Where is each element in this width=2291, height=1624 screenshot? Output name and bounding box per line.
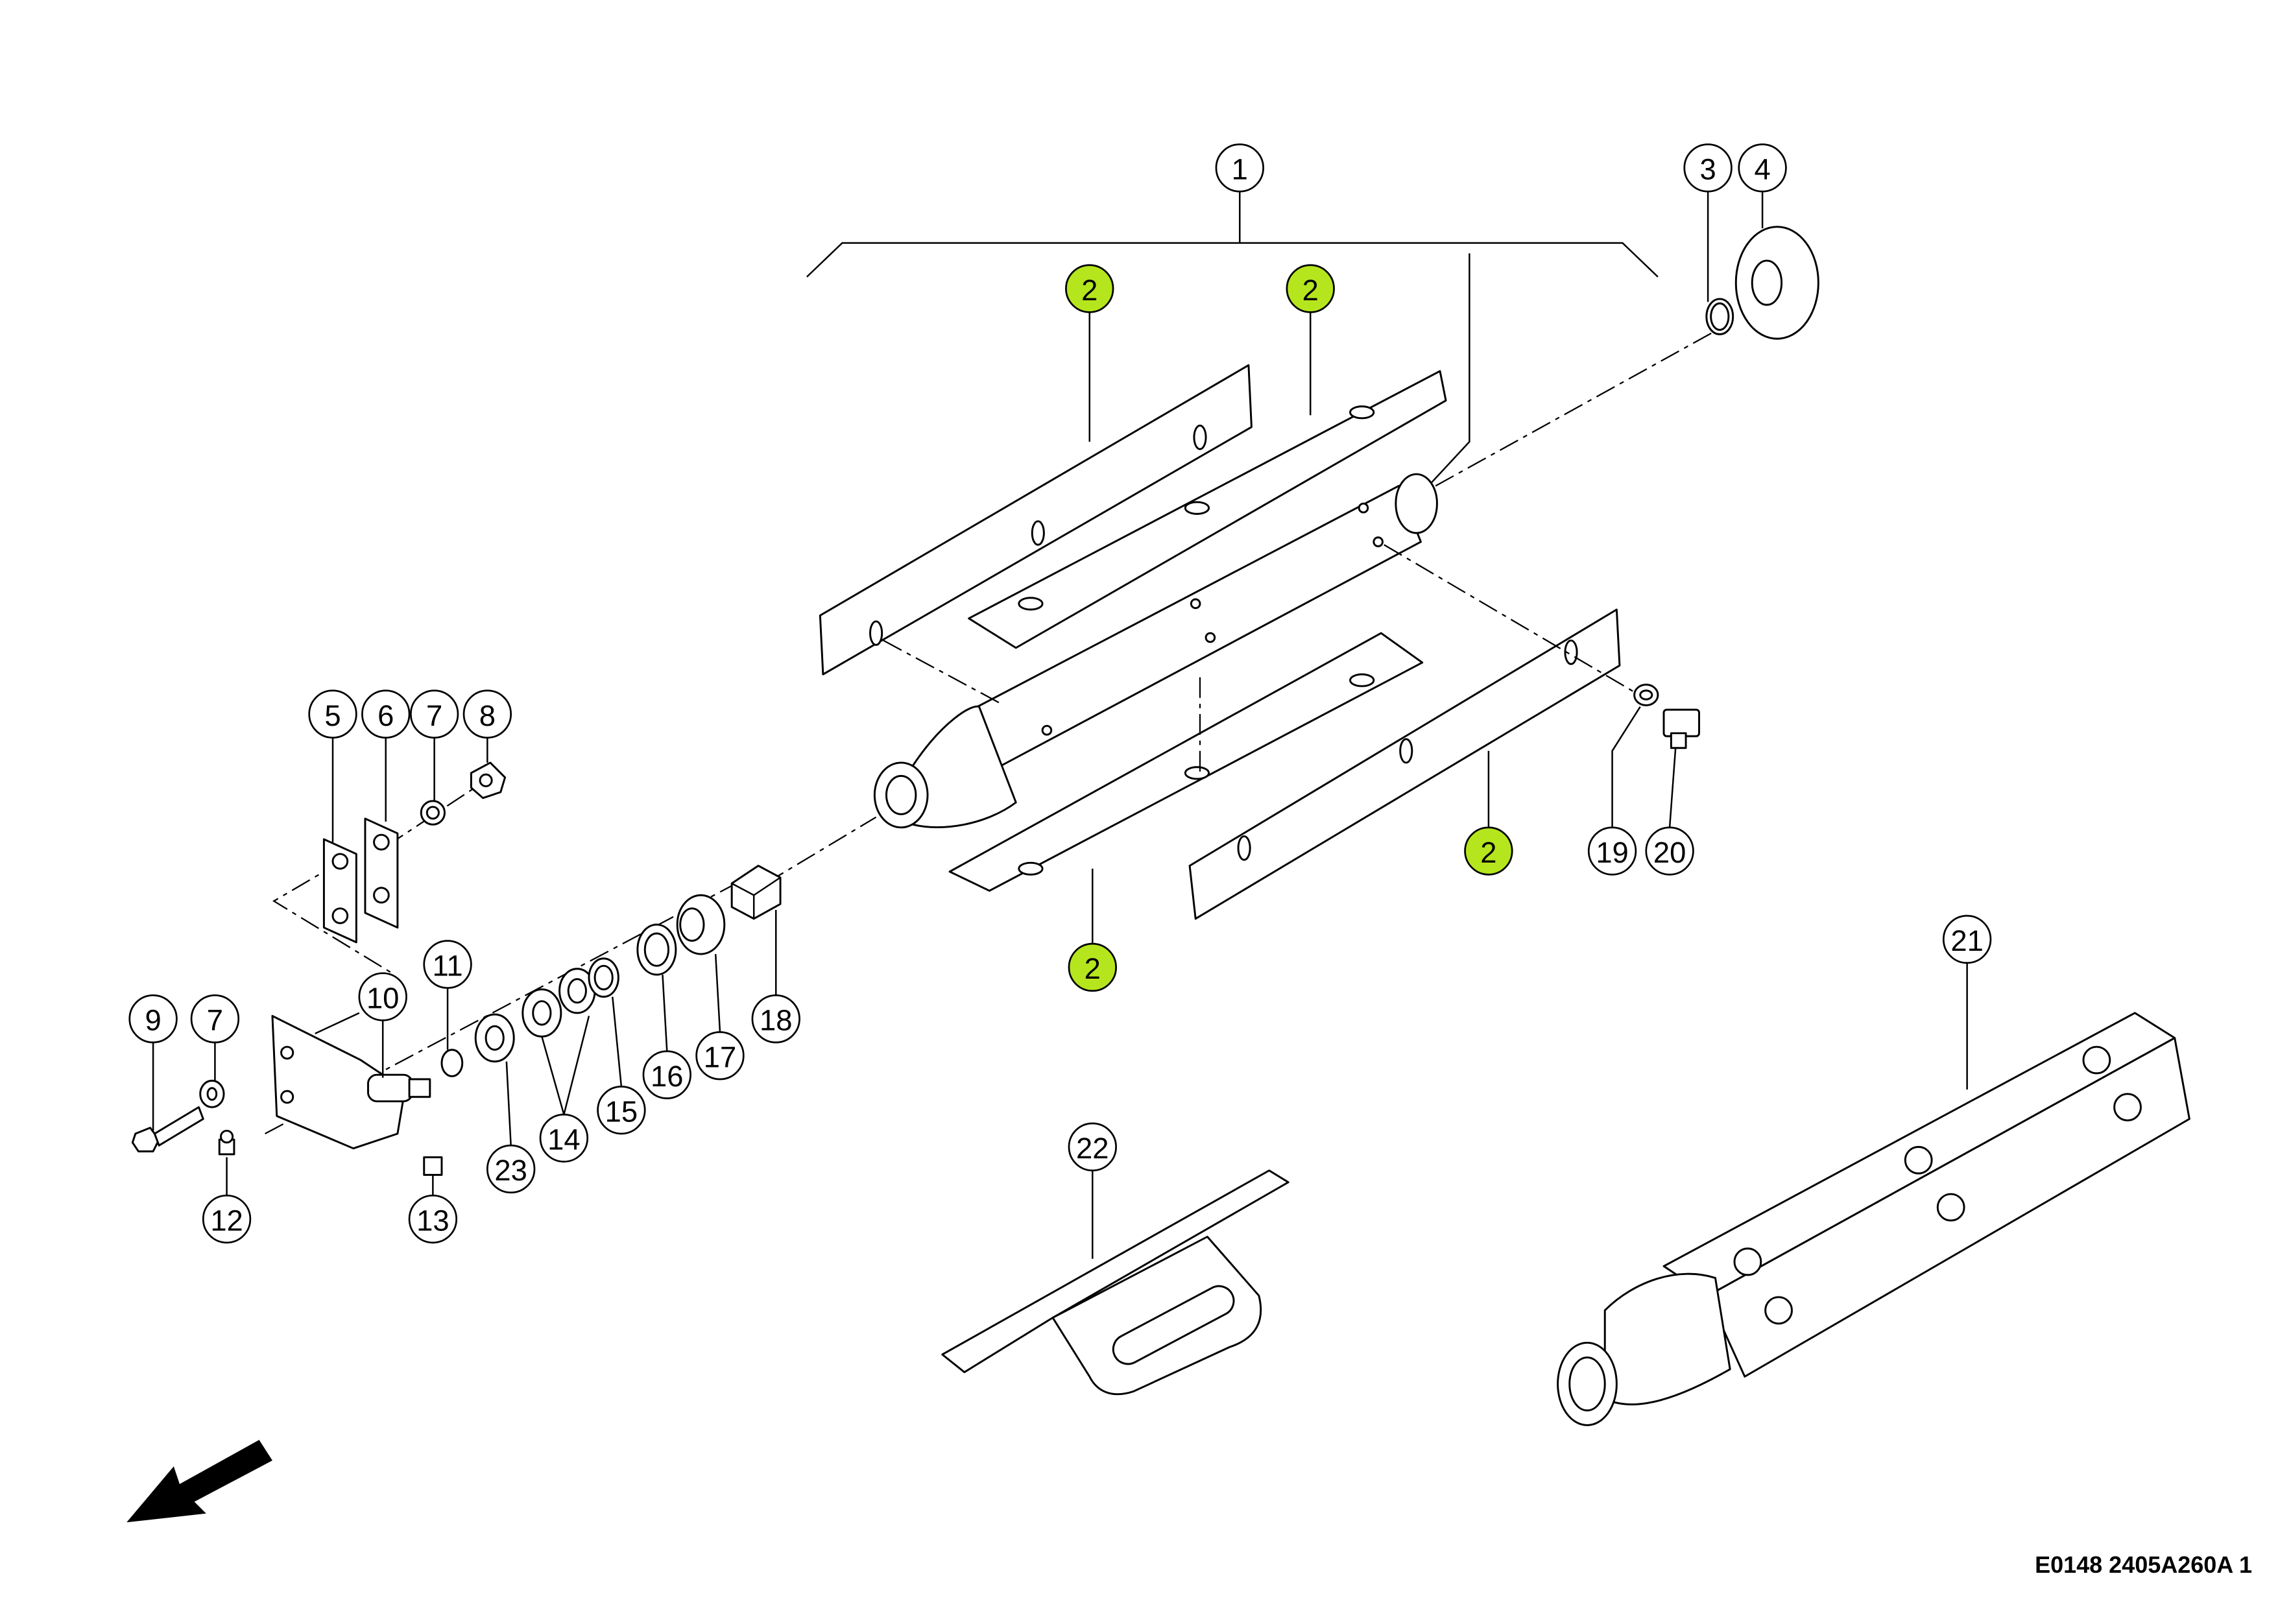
washer-4 bbox=[1734, 226, 1819, 340]
set-screw-13 bbox=[423, 1156, 443, 1176]
svg-text:15: 15 bbox=[605, 1095, 638, 1128]
washer-3 bbox=[1705, 298, 1734, 335]
svg-text:9: 9 bbox=[145, 1004, 161, 1037]
shim-plate-6 bbox=[364, 817, 399, 929]
bearing-17 bbox=[676, 894, 726, 955]
auger-shaft bbox=[873, 473, 1438, 829]
assembly-bracket-1 bbox=[806, 191, 1659, 484]
svg-text:4: 4 bbox=[1754, 153, 1770, 186]
reference-code: E0148 2405A260A 1 bbox=[2035, 1551, 2252, 1578]
svg-text:16: 16 bbox=[651, 1060, 683, 1093]
blade-top-left bbox=[819, 364, 1253, 676]
callout-8[interactable]: 8 bbox=[462, 689, 512, 739]
callout-21[interactable]: 21 bbox=[1942, 914, 1992, 964]
callout-1[interactable]: 1 bbox=[1215, 143, 1264, 193]
svg-text:19: 19 bbox=[1596, 836, 1628, 869]
svg-text:2: 2 bbox=[1085, 952, 1101, 985]
callout-9[interactable]: 9 bbox=[128, 994, 178, 1044]
svg-text:1: 1 bbox=[1232, 153, 1248, 186]
nut-8 bbox=[470, 761, 507, 799]
washer-23 bbox=[474, 1013, 515, 1063]
bolt-20 bbox=[1662, 708, 1700, 749]
callout-22[interactable]: 22 bbox=[1068, 1122, 1117, 1172]
bracket-22 bbox=[941, 1169, 1289, 1396]
callout-6[interactable]: 6 bbox=[361, 689, 411, 739]
svg-text:17: 17 bbox=[704, 1040, 736, 1073]
bolt-9 bbox=[131, 1106, 204, 1152]
callout-15[interactable]: 15 bbox=[597, 1085, 646, 1135]
svg-text:22: 22 bbox=[1076, 1132, 1109, 1165]
callout-7[interactable]: 7 bbox=[190, 994, 240, 1044]
svg-text:11: 11 bbox=[433, 949, 463, 983]
auger-assembly-21 bbox=[1557, 1012, 2190, 1426]
svg-text:7: 7 bbox=[426, 699, 442, 732]
callout-10[interactable]: 10 bbox=[358, 972, 407, 1021]
shim-plate-5 bbox=[322, 838, 357, 944]
svg-text:10: 10 bbox=[366, 982, 399, 1015]
svg-text:7: 7 bbox=[207, 1004, 223, 1037]
svg-text:8: 8 bbox=[479, 699, 496, 732]
svg-text:5: 5 bbox=[324, 699, 341, 732]
arrow-down-left-icon bbox=[126, 1440, 272, 1523]
washer-15 bbox=[588, 957, 619, 998]
callout-20[interactable]: 20 bbox=[1645, 826, 1694, 876]
blade-top-right bbox=[968, 370, 1447, 649]
callout-13[interactable]: 13 bbox=[408, 1194, 458, 1244]
washer-7 bbox=[420, 800, 446, 826]
callout-12[interactable]: 12 bbox=[202, 1194, 252, 1244]
callout-2-highlighted[interactable]: 2 bbox=[1065, 264, 1114, 313]
washer-19 bbox=[1633, 684, 1659, 706]
callout-5[interactable]: 5 bbox=[308, 689, 357, 739]
callout-7[interactable]: 7 bbox=[409, 689, 459, 739]
circlip-11 bbox=[440, 1049, 464, 1077]
svg-text:14: 14 bbox=[547, 1123, 580, 1156]
svg-text:6: 6 bbox=[378, 699, 394, 732]
bearing-16 bbox=[636, 924, 677, 976]
svg-text:21: 21 bbox=[1950, 924, 1983, 957]
callout-17[interactable]: 17 bbox=[695, 1031, 745, 1081]
svg-text:2: 2 bbox=[1480, 836, 1496, 869]
svg-text:23: 23 bbox=[494, 1154, 527, 1187]
callout-2-highlighted[interactable]: 2 bbox=[1286, 264, 1335, 313]
svg-text:13: 13 bbox=[416, 1204, 449, 1237]
callout-18[interactable]: 18 bbox=[751, 994, 800, 1044]
callout-23[interactable]: 23 bbox=[486, 1144, 536, 1194]
blade-bottom-right bbox=[1188, 608, 1621, 920]
bearing-housing-10 bbox=[271, 1014, 431, 1150]
callout-4[interactable]: 4 bbox=[1738, 143, 1787, 193]
svg-text:2: 2 bbox=[1081, 274, 1098, 307]
callout-11[interactable]: 11 bbox=[423, 940, 472, 989]
svg-text:18: 18 bbox=[760, 1004, 792, 1037]
square-bushing-18 bbox=[730, 865, 782, 920]
svg-text:20: 20 bbox=[1653, 836, 1686, 869]
grease-nipple-12 bbox=[218, 1129, 235, 1156]
washers-14 bbox=[522, 968, 596, 1038]
washer-7b bbox=[199, 1079, 225, 1108]
svg-text:3: 3 bbox=[1699, 153, 1716, 186]
svg-text:12: 12 bbox=[210, 1204, 243, 1237]
callout-14[interactable]: 14 bbox=[539, 1114, 589, 1163]
callout-2-highlighted[interactable]: 2 bbox=[1068, 942, 1117, 992]
svg-text:2: 2 bbox=[1302, 274, 1319, 307]
callout-16[interactable]: 16 bbox=[642, 1050, 691, 1099]
blade-bottom-left bbox=[948, 632, 1424, 892]
callout-3[interactable]: 3 bbox=[1683, 143, 1733, 193]
callout-19[interactable]: 19 bbox=[1587, 826, 1637, 876]
callout-2-highlighted[interactable]: 2 bbox=[1464, 826, 1513, 876]
